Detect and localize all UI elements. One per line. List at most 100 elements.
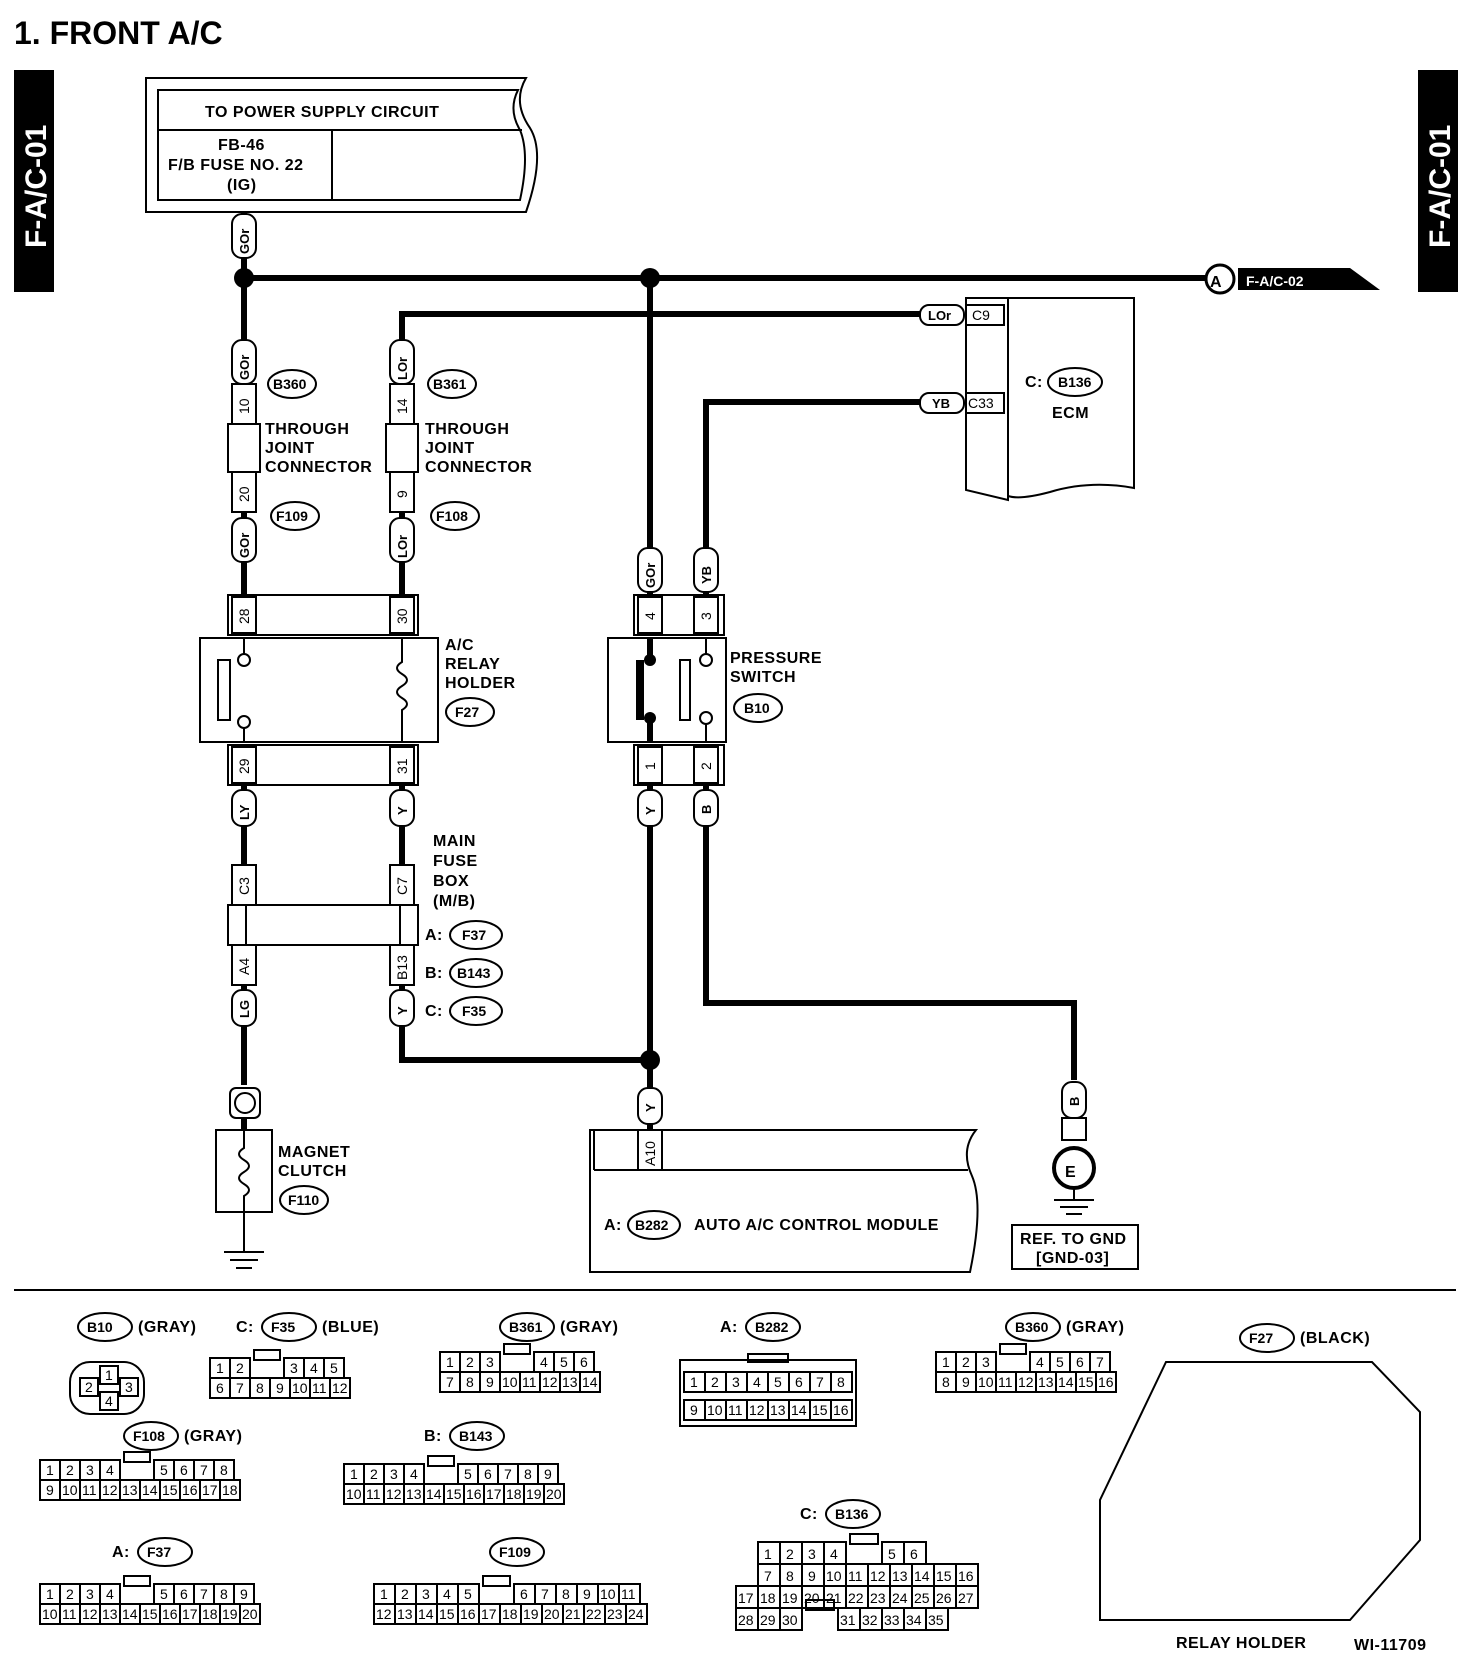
svg-text:HOLDER: HOLDER [445, 675, 516, 692]
f108-name: F108 [133, 1428, 165, 1444]
f37-pin: 1 [46, 1586, 54, 1602]
fuse-ref: FB-46 [218, 137, 265, 154]
svg-text:(M/B): (M/B) [433, 893, 475, 910]
b361-pin: 3 [486, 1354, 494, 1370]
b143-name: B143 [459, 1428, 493, 1444]
svg-text:1: 1 [642, 762, 658, 770]
b136-pin: 35 [928, 1612, 944, 1628]
b360-oval [1005, 1312, 1061, 1342]
b10-color: (GRAY) [138, 1319, 196, 1336]
f37-pin: 15 [142, 1606, 158, 1622]
f35-pin: 10 [292, 1380, 308, 1396]
b361-pin: 8 [466, 1374, 474, 1390]
f37-pin: 3 [86, 1586, 94, 1602]
svg-text:RELAY: RELAY [445, 656, 500, 673]
b143-pin: 8 [524, 1466, 532, 1482]
ac-relay-holder: 28 30 29 31 A/C RELAY HOLDER F27 [199, 594, 516, 786]
power-supply-header: TO POWER SUPPLY CIRCUIT [205, 104, 439, 121]
f109-pin: 24 [628, 1606, 644, 1622]
wire-code-gor: GOr [643, 563, 658, 588]
svg-text:THROUGH: THROUGH [425, 421, 509, 438]
b136-pin: 18 [760, 1590, 776, 1606]
b143-pin: 14 [426, 1486, 442, 1502]
f108-pin: 15 [162, 1482, 178, 1498]
f109-pin: 18 [502, 1606, 518, 1622]
b282-pin: 10 [707, 1402, 723, 1418]
f108-pin: 5 [160, 1462, 168, 1478]
b136-oval [825, 1499, 881, 1529]
b360-pin: 6 [1076, 1354, 1084, 1370]
ecm-prefix: C: [1025, 374, 1043, 391]
b136-prefix: C: [800, 1506, 818, 1523]
f108-pin: 8 [220, 1462, 228, 1478]
b360-pin: 11 [998, 1374, 1013, 1390]
fuse-box-b-connector: B143 [457, 965, 491, 981]
b361-pin: 2 [466, 1354, 474, 1370]
f35-key [253, 1349, 281, 1361]
svg-text:SWITCH: SWITCH [730, 669, 796, 686]
f37-name: F37 [147, 1544, 171, 1560]
f108-pin: 14 [142, 1482, 158, 1498]
b282-pin: 6 [795, 1374, 803, 1390]
svg-text:A10: A10 [642, 1141, 658, 1166]
f108-pin: 13 [122, 1482, 138, 1498]
svg-text:28: 28 [236, 608, 252, 624]
b360-pin: 14 [1058, 1374, 1074, 1390]
b10-pin-cell [79, 1377, 99, 1397]
b361-pin: 4 [540, 1354, 548, 1370]
b143-pin: 19 [526, 1486, 542, 1502]
b282-pin: 5 [774, 1374, 782, 1390]
f108-pin: 3 [86, 1462, 94, 1478]
f108-pin: 17 [202, 1482, 218, 1498]
b143-oval [449, 1421, 505, 1451]
f108-pin: 7 [200, 1462, 208, 1478]
b143-pin: 7 [504, 1466, 512, 1482]
b136-pin: 27 [958, 1590, 974, 1606]
junction-dot [640, 1050, 660, 1070]
wire-codes: GOr GOr LOr GOr LOr GOr YB LY Y Y B LG Y… [231, 213, 1087, 1125]
b360-pin: 7 [1096, 1354, 1104, 1370]
f35-name: F35 [271, 1319, 295, 1335]
b143-pin: 20 [546, 1486, 562, 1502]
svg-text:C3: C3 [236, 877, 252, 895]
b360-pin: 16 [1098, 1374, 1114, 1390]
f35-pin-cell [329, 1377, 351, 1399]
b136-pin: 25 [914, 1590, 930, 1606]
main-fuse-box: C3 C7 A4 B13 MAIN FUSE BOX (M/B) A: F37 … [227, 833, 503, 1026]
svg-text:C:: C: [425, 1003, 443, 1020]
b360-pin: 4 [1036, 1354, 1044, 1370]
b361-oval [499, 1312, 555, 1342]
svg-text:THROUGH: THROUGH [265, 421, 349, 438]
wire-code-lor: LOr [395, 357, 410, 380]
b361-pin: 9 [486, 1374, 494, 1390]
b360-pin: 1 [942, 1354, 950, 1370]
b10-pin-cell [99, 1365, 119, 1385]
side-tab-right-label: F-A/C-01 [1424, 125, 1457, 248]
wire-code-y: Y [643, 1103, 658, 1112]
svg-text:30: 30 [394, 608, 410, 624]
f37-key [123, 1575, 151, 1587]
ecm-pin-c33: C33 [968, 395, 994, 411]
b136-pin: 28 [738, 1612, 754, 1628]
f37-oval [137, 1537, 193, 1567]
b361-pin: 1 [446, 1354, 454, 1370]
f37-pin: 13 [102, 1606, 118, 1622]
wire-code-yb: YB [699, 566, 714, 584]
svg-text:BOX: BOX [433, 873, 469, 890]
b361-key [503, 1343, 531, 1355]
f109-pin: 23 [607, 1606, 623, 1622]
f109-pin: 9 [583, 1586, 591, 1602]
b136-pin: 17 [738, 1590, 754, 1606]
b143-pin: 1 [350, 1466, 358, 1482]
b360-pin: 12 [1018, 1374, 1034, 1390]
f108-pin: 18 [222, 1482, 238, 1498]
f35-pin: 7 [236, 1380, 244, 1396]
power-supply-box: TO POWER SUPPLY CIRCUIT FB-46 F/B FUSE N… [145, 77, 539, 213]
f109-pin: 21 [565, 1606, 581, 1622]
f109-oval [489, 1537, 545, 1567]
f109-name: F109 [499, 1544, 531, 1560]
f37-pin: 2 [66, 1586, 74, 1602]
b282-oval [745, 1312, 801, 1342]
b136-pin: 15 [936, 1568, 952, 1584]
magnet-clutch-connector: F110 [288, 1192, 319, 1208]
